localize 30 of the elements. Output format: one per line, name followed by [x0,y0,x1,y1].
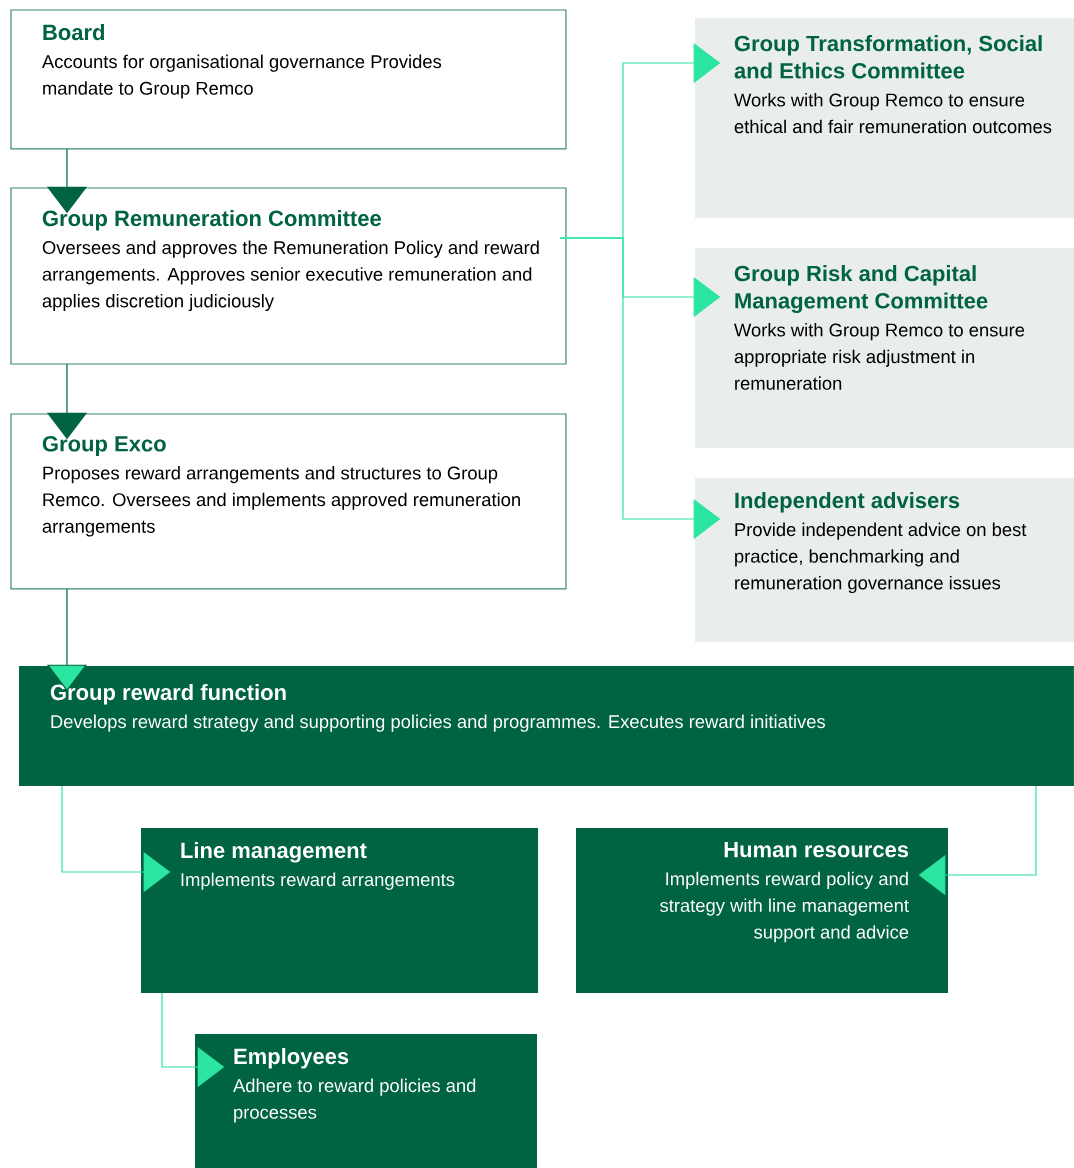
role-box [576,828,948,994]
box-heading: Board [43,24,105,41]
box-description: Proposes reward arrangements and structures to Group Remco. Oversees and implements approved remuneration arrangements [42,466,520,537]
box-description: Oversees and approves the Remuneration Policy and reward arrangements. Approves senior executive remuneration and applies discretion judiciously [42,240,539,312]
box-description: Provide independent advice on best practice, benchmarking and remuneration governance issues [735,522,1027,594]
committee-box [695,248,1074,448]
box-heading: Group reward function [50,684,286,705]
box-heading: Group Transformation, Social and Ethics Committee [734,35,1042,79]
box-description: Develops reward strategy and supporting policies and programmes. Executes reward initiatives [51,714,825,732]
role-box [19,666,1074,786]
box-description: Implements reward policy and strategy with line management support and advice [660,871,909,943]
box-description: Works with Group Remco to ensure appropriate risk adjustment in remuneration [734,323,1025,390]
box-heading: Human resources [724,842,909,858]
committee-box [10,187,567,365]
box-heading: Group Remuneration Committee [42,210,381,231]
role-box [195,1034,537,1168]
box-heading: Independent advisers [735,492,960,513]
box-description: Implements reward arrangements [181,872,455,890]
committee-box [10,9,567,150]
committee-box [695,18,1074,218]
box-heading: Line management [181,842,367,863]
committee-box [695,478,1074,642]
box-heading: Employees [234,1048,349,1069]
committee-box [10,413,567,590]
box-description: Accounts for organisational governance Provides mandate to Group Remco [41,54,442,99]
box-description: Works with Group Remco to ensure ethical and fair remuneration outcomes [734,93,1052,134]
role-box [141,828,539,994]
box-heading: Group Risk and Capital Management Committee [734,265,988,313]
box-description: Adhere to reward policies and processes [233,1078,476,1123]
box-heading: Group Exco [42,436,166,456]
